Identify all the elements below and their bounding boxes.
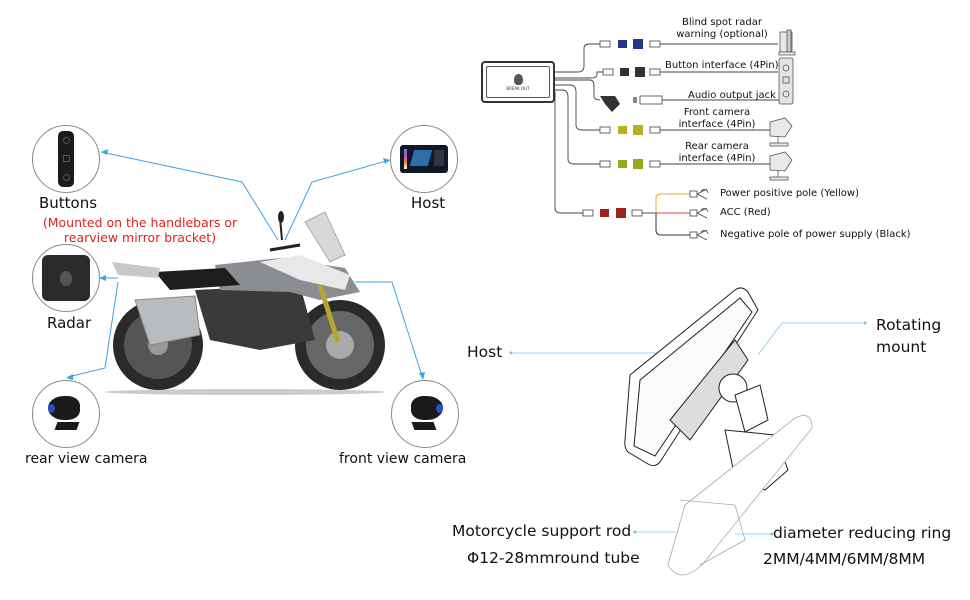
label-line: Front camera — [683, 107, 751, 118]
connector-front-camera — [599, 125, 661, 135]
label-line: Blind spot radar — [682, 17, 762, 28]
radar-device-icon — [778, 29, 796, 56]
support-rod-drawing — [667, 415, 813, 576]
reducing-ring-label: diameter reducing ring — [773, 524, 952, 542]
host-label: Host — [411, 194, 446, 212]
connector-blind-spot — [599, 39, 661, 49]
rear-camera-thumbnail — [32, 380, 100, 448]
rear-camera-label: rear view camera — [25, 451, 148, 467]
host-thumbnail — [390, 125, 458, 193]
buttons-thumbnail — [32, 125, 100, 193]
button-pad-icon — [58, 131, 74, 187]
rotating-mount-label: Rotating mount — [876, 314, 941, 358]
radar-label: Radar — [47, 314, 92, 332]
wiring-label-audio: Audio output jack — [688, 90, 776, 101]
connector-rear-camera — [599, 159, 661, 169]
connector-audio — [600, 95, 663, 112]
camera-icon — [44, 392, 88, 436]
radar-arrow — [99, 275, 106, 281]
rear-camera-leader — [67, 281, 119, 378]
buttons-note-line2: rearview mirror bracket) — [63, 230, 217, 245]
label-line: interface (4Pin) — [678, 119, 756, 130]
power-label-acc: ACC (Red) — [720, 207, 771, 218]
support-rod-spec: Φ12-28mmround tube — [467, 549, 640, 567]
skull-logo-icon — [513, 73, 523, 85]
reducing-ring-spec: 2MM/4MM/6MM/8MM — [763, 550, 926, 568]
clip-icons — [689, 188, 709, 241]
wiring-label-front-camera: Front camera interface (4Pin) — [672, 107, 762, 131]
front-camera-thumbnail — [391, 380, 459, 448]
wiring-label-rear-camera: Rear camera interface (4Pin) — [672, 141, 762, 165]
buttons-label: Buttons — [39, 194, 98, 212]
buttons-arrow — [101, 149, 108, 155]
front-camera-device-icon — [769, 117, 793, 147]
mount-drawing — [624, 287, 789, 491]
label-line: Rotating — [876, 316, 942, 334]
camera-icon — [403, 392, 447, 436]
connector-button — [602, 67, 661, 77]
wire-yellow — [655, 193, 690, 213]
motorcycle-image — [105, 211, 385, 395]
wiring-label-blind-spot: Blind spot radar warning (optional) — [672, 17, 772, 41]
connector-power — [582, 208, 656, 218]
rear-camera-device-icon — [769, 151, 793, 181]
wiring-lines — [554, 43, 779, 214]
label-line: Rear camera — [685, 141, 749, 152]
button-device-icon — [778, 57, 794, 105]
host-logo-text: BREAK OUT — [506, 85, 530, 91]
power-label-negative: Negative pole of power supply (Black) — [720, 229, 911, 240]
buttons-leader — [100, 151, 279, 241]
label-line: interface (4Pin) — [678, 153, 756, 164]
rear-camera-arrow — [66, 374, 73, 380]
wiring-host-box: BREAK OUT — [481, 61, 555, 103]
host-arrow — [383, 158, 390, 164]
wire-black — [655, 213, 690, 236]
buttons-note-line1: (Mounted on the handlebars or — [42, 215, 238, 230]
front-camera-label: front view camera — [339, 451, 467, 467]
mount-leaders — [511, 322, 865, 535]
radar-thumbnail — [32, 244, 100, 312]
host-leader — [284, 159, 391, 241]
buttons-mounting-note: (Mounted on the handlebars or rearview m… — [40, 215, 240, 245]
host-screen-icon — [400, 145, 448, 173]
front-camera-leader — [355, 281, 423, 377]
mount-dots — [509, 321, 867, 536]
label-line: mount — [876, 338, 927, 356]
front-camera-arrow — [419, 372, 425, 380]
support-rod-label: Motorcycle support rod — [452, 522, 632, 540]
power-label-positive: Power positive pole (Yellow) — [720, 188, 859, 199]
radar-box-icon — [42, 255, 90, 301]
label-line: warning (optional) — [676, 29, 768, 40]
mount-host-label: Host — [467, 343, 503, 361]
wiring-label-button: Button interface (4Pin) — [665, 60, 779, 71]
